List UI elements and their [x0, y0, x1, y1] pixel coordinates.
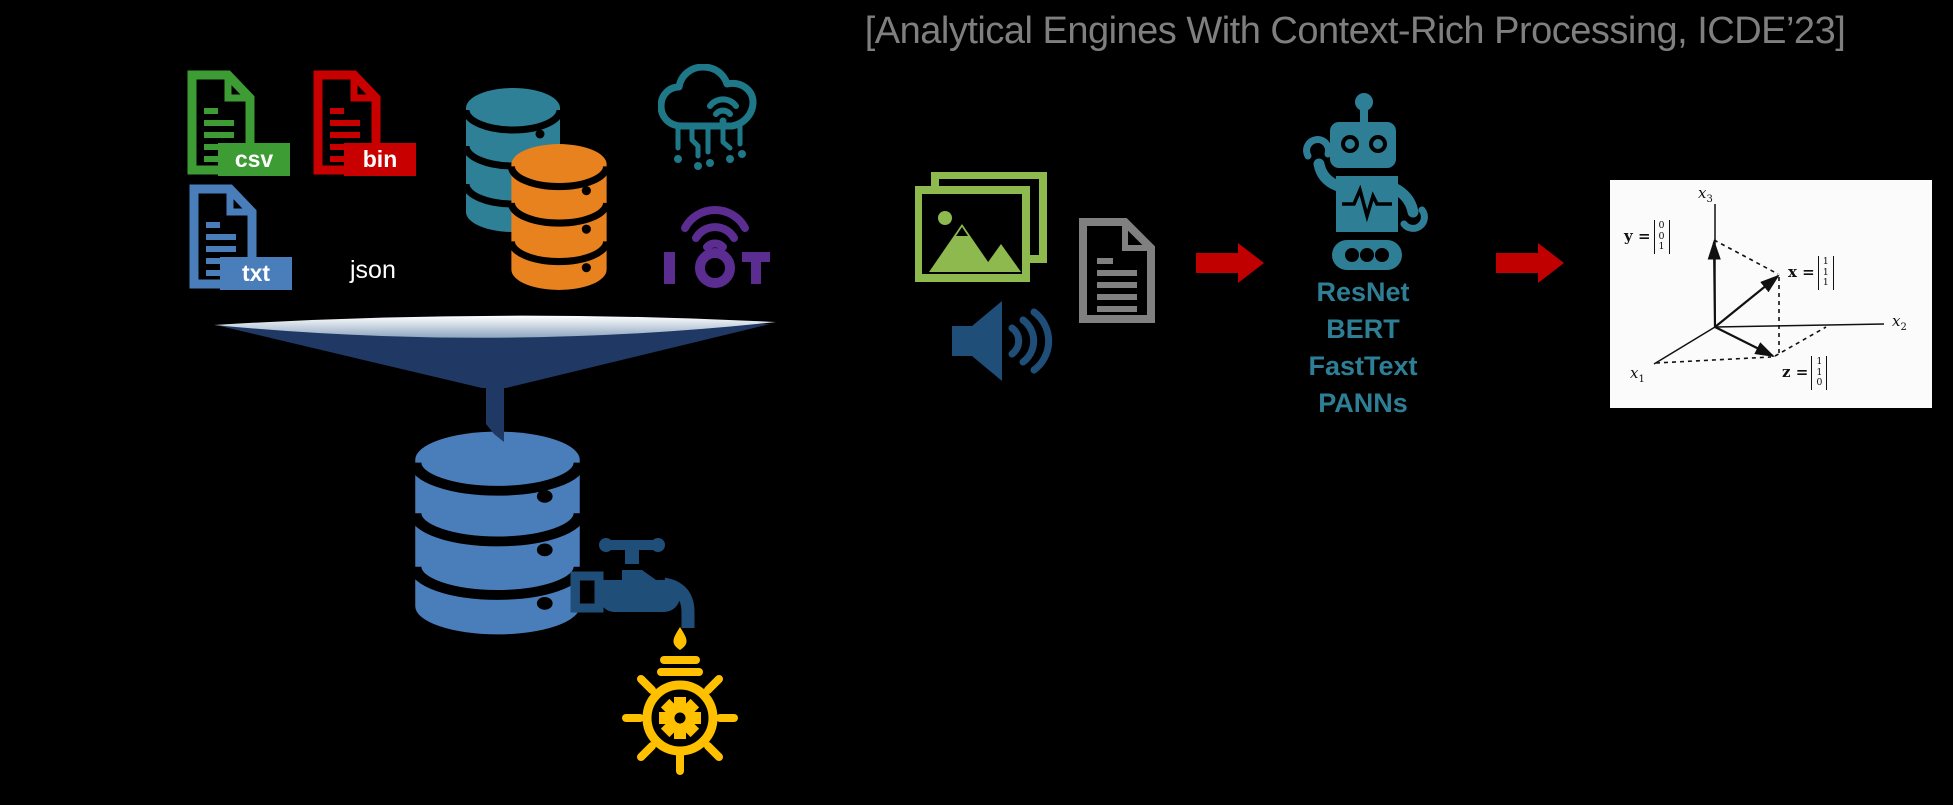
- bin-file-icon: bin: [312, 70, 416, 178]
- model-panns: PANNs: [1318, 388, 1408, 418]
- csv-file-icon: csv: [186, 70, 290, 178]
- csv-label: csv: [218, 143, 290, 176]
- txt-file-icon: txt: [188, 184, 292, 292]
- axis-label-x3: x3: [1698, 184, 1713, 205]
- model-fasttext: FastText: [1308, 351, 1418, 381]
- arrow-right-icon: [1196, 241, 1266, 285]
- json-label: json: [350, 256, 396, 284]
- lightbulb-gear-icon: [622, 627, 738, 775]
- faucet-icon: [570, 538, 695, 628]
- audio-speaker-icon: [952, 301, 1053, 381]
- slide-title: [Analytical Engines With Context-Rich Pr…: [864, 10, 1846, 52]
- txt-label: txt: [220, 257, 292, 290]
- vector-plot-lines: [1653, 204, 1885, 365]
- database-orange-icon: [508, 140, 610, 294]
- database-blue-icon: [410, 426, 585, 640]
- model-bert: BERT: [1326, 314, 1400, 344]
- axis-label-x2: x2: [1892, 312, 1907, 333]
- axis-label-x1: x1: [1630, 364, 1645, 385]
- photos-icon: [915, 172, 1047, 282]
- iot-icon: [664, 206, 770, 288]
- funnel-icon: [214, 315, 776, 442]
- bin-label: bin: [344, 143, 416, 176]
- cloud-data-icon: [658, 64, 757, 170]
- text-document-icon: [1079, 218, 1155, 323]
- robot-icon: [1303, 93, 1428, 270]
- model-list: ResNet BERT FastText PANNs: [1295, 274, 1431, 422]
- arrow-right-icon: [1496, 241, 1566, 285]
- model-resnet: ResNet: [1316, 277, 1410, 307]
